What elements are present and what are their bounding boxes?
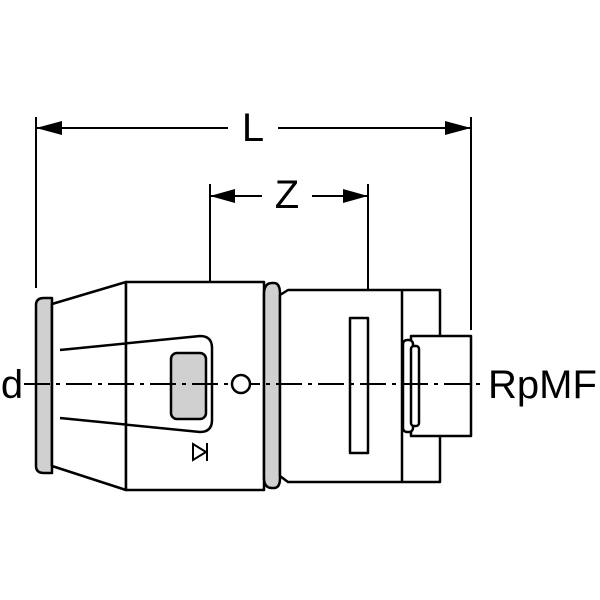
press-sleeve <box>50 280 128 492</box>
dimension-label-l: L <box>242 106 264 150</box>
inspection-window <box>169 351 208 421</box>
dimension-l <box>35 117 472 330</box>
arrowhead-z-right <box>343 189 368 203</box>
thread-label: RpMF <box>488 363 597 407</box>
collar <box>262 281 282 490</box>
arrowhead-left <box>36 121 62 135</box>
arrowhead-z-left <box>210 189 235 203</box>
nut-flange <box>348 316 370 455</box>
circle-icon <box>230 373 252 395</box>
sealing-ring-inner <box>409 344 421 428</box>
pipe-entry-cap <box>34 296 54 475</box>
dimension-label-z: Z <box>275 173 299 217</box>
arrowhead-right <box>445 121 471 135</box>
fitting-body <box>34 280 473 492</box>
arrow-to-stop-icon <box>192 442 208 462</box>
pipe-diameter-label: d <box>1 363 23 407</box>
adapter-sleeve <box>409 334 473 438</box>
